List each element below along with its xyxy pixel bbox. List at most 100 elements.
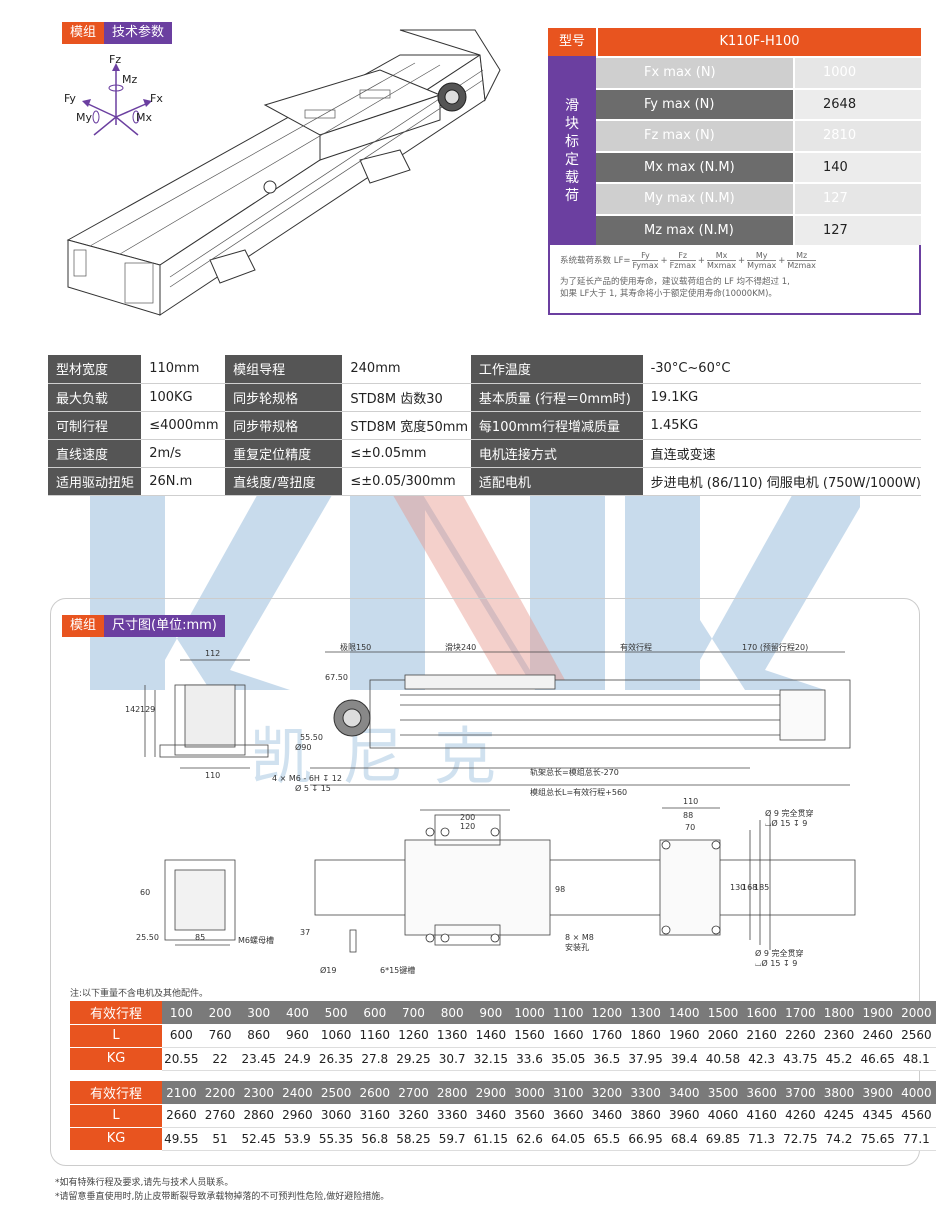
label-keyway: 6*15键槽 (380, 965, 415, 975)
stroke-cell: 4245 (819, 1104, 859, 1128)
stroke-cell: 2660 (162, 1104, 201, 1128)
stroke-cell: 2900 (471, 1081, 511, 1104)
stroke-cell: 72.75 (781, 1127, 820, 1151)
stroke-cell: 500 (316, 1001, 356, 1024)
section-tag-tech-params: 模组 技术参数 (62, 22, 173, 44)
stroke-row-label: L (70, 1023, 162, 1047)
note-line-1: 为了延长产品的使用寿命，建议载荷组合的 LF 均不得超过 1, (560, 277, 790, 287)
stroke-cell: 200 (200, 1001, 240, 1024)
stroke-cell: 59.7 (432, 1127, 472, 1151)
stroke-cell: 2100 (162, 1081, 201, 1104)
stroke-cell: 48.1 (897, 1047, 936, 1071)
stroke-cell: 39.4 (664, 1047, 704, 1071)
stroke-cell: 23.45 (239, 1047, 279, 1071)
model-label: 型号 (558, 34, 585, 49)
stroke-cell: 2460 (858, 1024, 898, 1048)
stroke-row-label: L (70, 1103, 162, 1127)
stroke-cell: 29.25 (394, 1047, 433, 1071)
stroke-cell: 2000 (897, 1001, 936, 1024)
dim-200: 200 (460, 813, 475, 822)
dim-185: 185 (754, 883, 769, 892)
load-row-fz: Fz max (N)2810 (596, 119, 921, 151)
watermark-chinese-text: 凯尼克 (250, 720, 527, 793)
hole-top-b: ⌴Ø 15 ↧ 9 (765, 818, 807, 828)
stroke-cell: 2360 (819, 1024, 859, 1048)
stroke-cell: 600 (355, 1001, 395, 1024)
load-row-fy: Fy max (N)2648 (596, 87, 921, 119)
dim-120: 120 (460, 822, 475, 831)
stroke-cell: 100 (162, 1001, 201, 1024)
stroke-cell: 1700 (781, 1001, 820, 1024)
stroke-cell: 1860 (626, 1024, 665, 1048)
note-line-2: 如果 LF大于 1, 其寿命将小于额定使用寿命(10000KM)。 (560, 289, 777, 299)
stroke-cell: 32.15 (471, 1047, 511, 1071)
stroke-cell: 3200 (587, 1081, 627, 1104)
dim-85: 85 (195, 933, 205, 942)
dim-142: 142 (125, 705, 140, 714)
stroke-row-label: KG (70, 1126, 162, 1150)
stroke-cell: 20.55 (162, 1047, 201, 1071)
axis-fz-label: Fz (109, 53, 122, 66)
hole-bot-a: Ø 9 完全贯穿 (755, 948, 803, 958)
stroke-cell: 24.9 (278, 1047, 317, 1071)
axis-fx-label: Fx (150, 92, 163, 105)
stroke-cell: 3660 (548, 1104, 588, 1128)
stroke-cell: 2260 (781, 1024, 820, 1048)
stroke-cell: 2960 (278, 1104, 317, 1128)
stroke-cell: 2300 (239, 1081, 279, 1104)
stroke-cell: 4160 (742, 1104, 781, 1128)
stroke-cell: 2500 (316, 1081, 356, 1104)
stroke-cell: 3260 (394, 1104, 433, 1128)
stroke-cell: 52.45 (239, 1127, 279, 1151)
stroke-row-label: 有效行程 (70, 1001, 162, 1024)
stroke-cell: 2200 (200, 1081, 240, 1104)
stroke-cell: 49.55 (162, 1127, 201, 1151)
stroke-cell: 300 (239, 1001, 279, 1024)
tag-tech-label: 技术参数 (104, 22, 173, 44)
stroke-cell: 1360 (432, 1024, 472, 1048)
stroke-cell: 36.5 (587, 1047, 627, 1071)
stroke-cell: 2160 (742, 1024, 781, 1048)
stroke-cell: 4000 (897, 1081, 936, 1104)
stroke-row-label: KG (70, 1046, 162, 1070)
stroke-cell: 45.2 (819, 1047, 859, 1071)
stroke-cell: 2700 (394, 1081, 433, 1104)
stroke-cell: 62.6 (510, 1127, 549, 1151)
stroke-cell: 960 (278, 1024, 317, 1048)
stroke-cell: 53.9 (278, 1127, 317, 1151)
stroke-cell: 3700 (781, 1081, 820, 1104)
stroke-cell: 30.7 (432, 1047, 472, 1071)
stroke-cell: 1960 (664, 1024, 704, 1048)
dim-98: 98 (555, 885, 565, 894)
stroke-cell: 3460 (471, 1104, 511, 1128)
dim-m8: 8 × M8 (565, 933, 594, 942)
stroke-cell: 3560 (510, 1104, 549, 1128)
stroke-cell: 1660 (548, 1024, 588, 1048)
dim-phi19: Ø19 (320, 965, 336, 975)
load-row-mx: Mx max (N.M)140 (596, 150, 921, 182)
stroke-cell: 71.3 (742, 1127, 781, 1151)
stroke-cell: 1760 (587, 1024, 627, 1048)
stroke-cell: 51 (200, 1127, 240, 1151)
dim-110: 110 (205, 771, 220, 780)
dim-rail: 轨架总长=模组总长-270 (530, 767, 619, 777)
dim-168: 168 (742, 883, 757, 892)
load-row-fx: Fx max (N)1000 (596, 56, 921, 88)
dim-limit: 极限150 (340, 642, 371, 652)
stroke-cell: 1600 (742, 1001, 781, 1024)
stroke-cell: 3360 (432, 1104, 472, 1128)
stroke-cell: 1460 (471, 1024, 511, 1048)
stroke-cell: 3500 (703, 1081, 743, 1104)
footnote-2: *请留意垂直使用时,防止皮带断裂导致承载物掉落的不可预判性危险,做好避险措施。 (55, 1192, 390, 1202)
hole-bot-b: ⌴Ø 15 ↧ 9 (755, 958, 797, 968)
